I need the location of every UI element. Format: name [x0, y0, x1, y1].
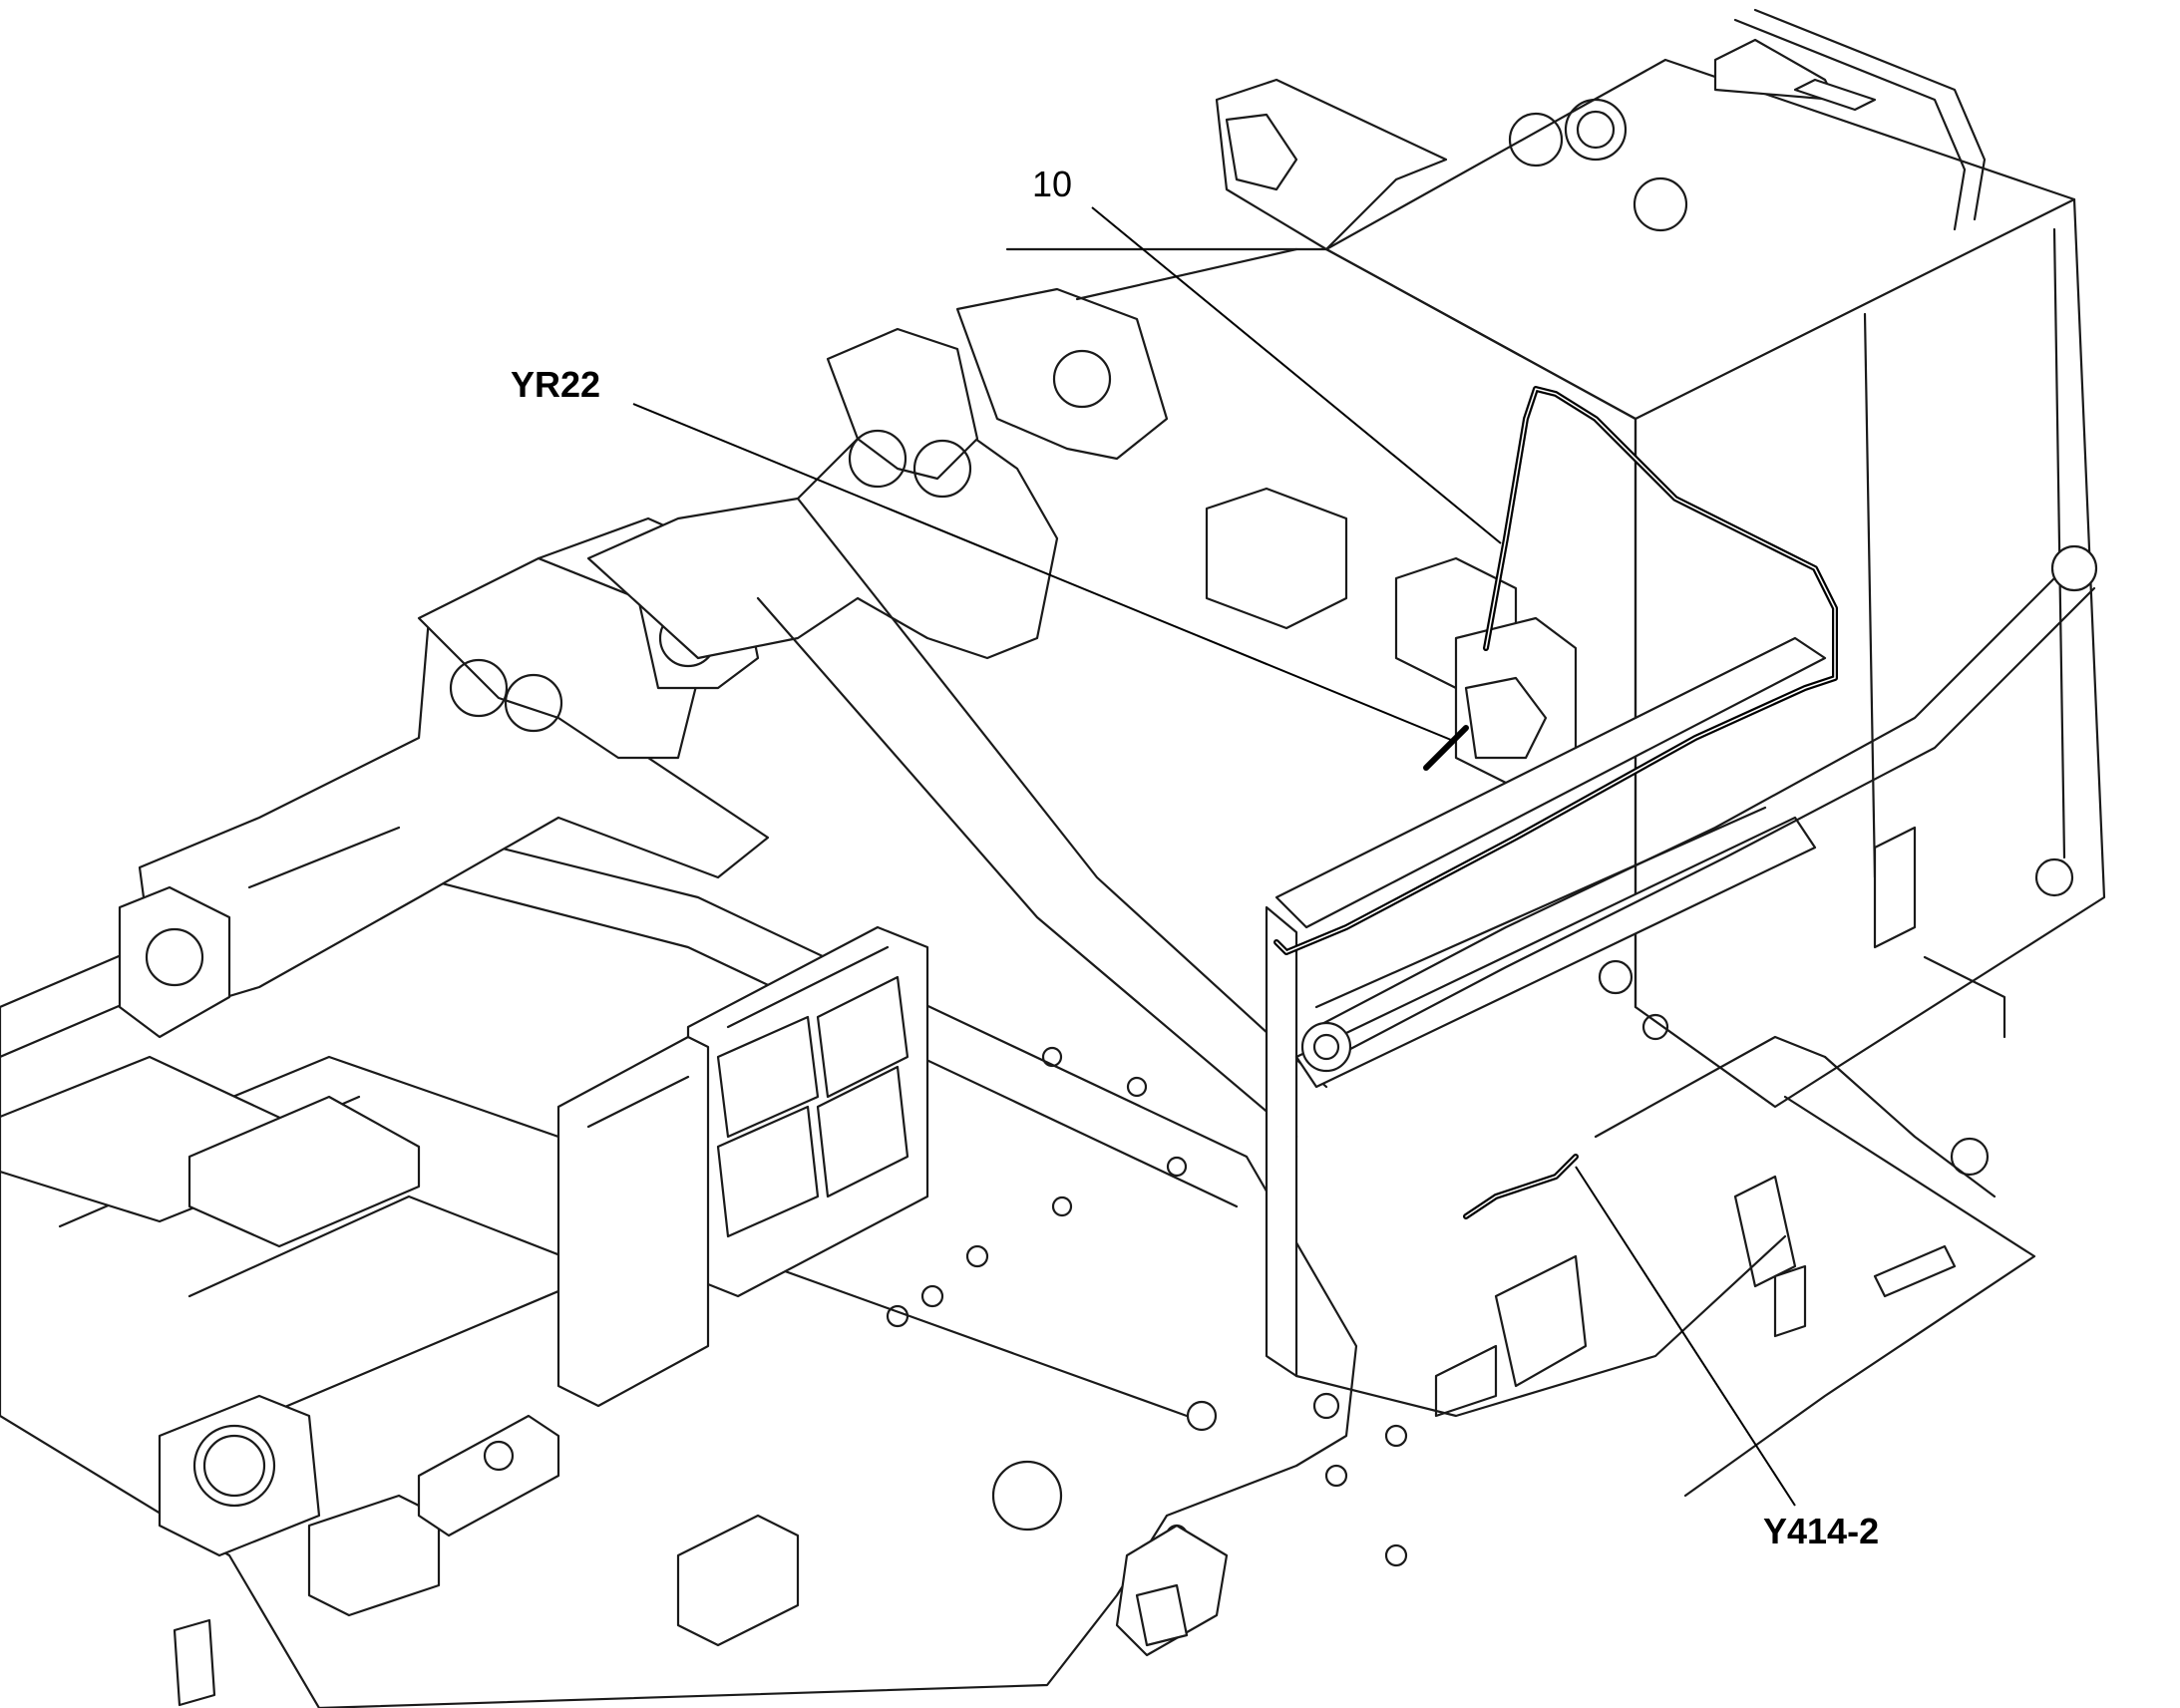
boom-tower-center	[586, 287, 1328, 1139]
leader-10	[1091, 206, 1502, 544]
hydraulic-tank	[1324, 8, 2106, 1109]
upper-rear-frame	[1005, 78, 1448, 301]
wiring-harness	[1273, 386, 1838, 1219]
hydraulic-hose	[1300, 544, 2098, 1073]
fittings	[886, 826, 2074, 1567]
callout-yr22: YR22	[511, 364, 601, 405]
callout-y414-2: Y414-2	[1763, 1511, 1880, 1551]
valve-block	[1205, 487, 1578, 790]
left-side-rail	[0, 1055, 441, 1707]
callout-item-10: 10	[1032, 164, 1073, 204]
leader-lines	[632, 206, 1796, 1507]
leader-y414-2	[1575, 1166, 1796, 1507]
control-box	[556, 925, 929, 1408]
bottom-brackets	[417, 1414, 1229, 1657]
cross-member	[1265, 636, 1827, 1378]
leader-yr22	[632, 403, 1452, 741]
